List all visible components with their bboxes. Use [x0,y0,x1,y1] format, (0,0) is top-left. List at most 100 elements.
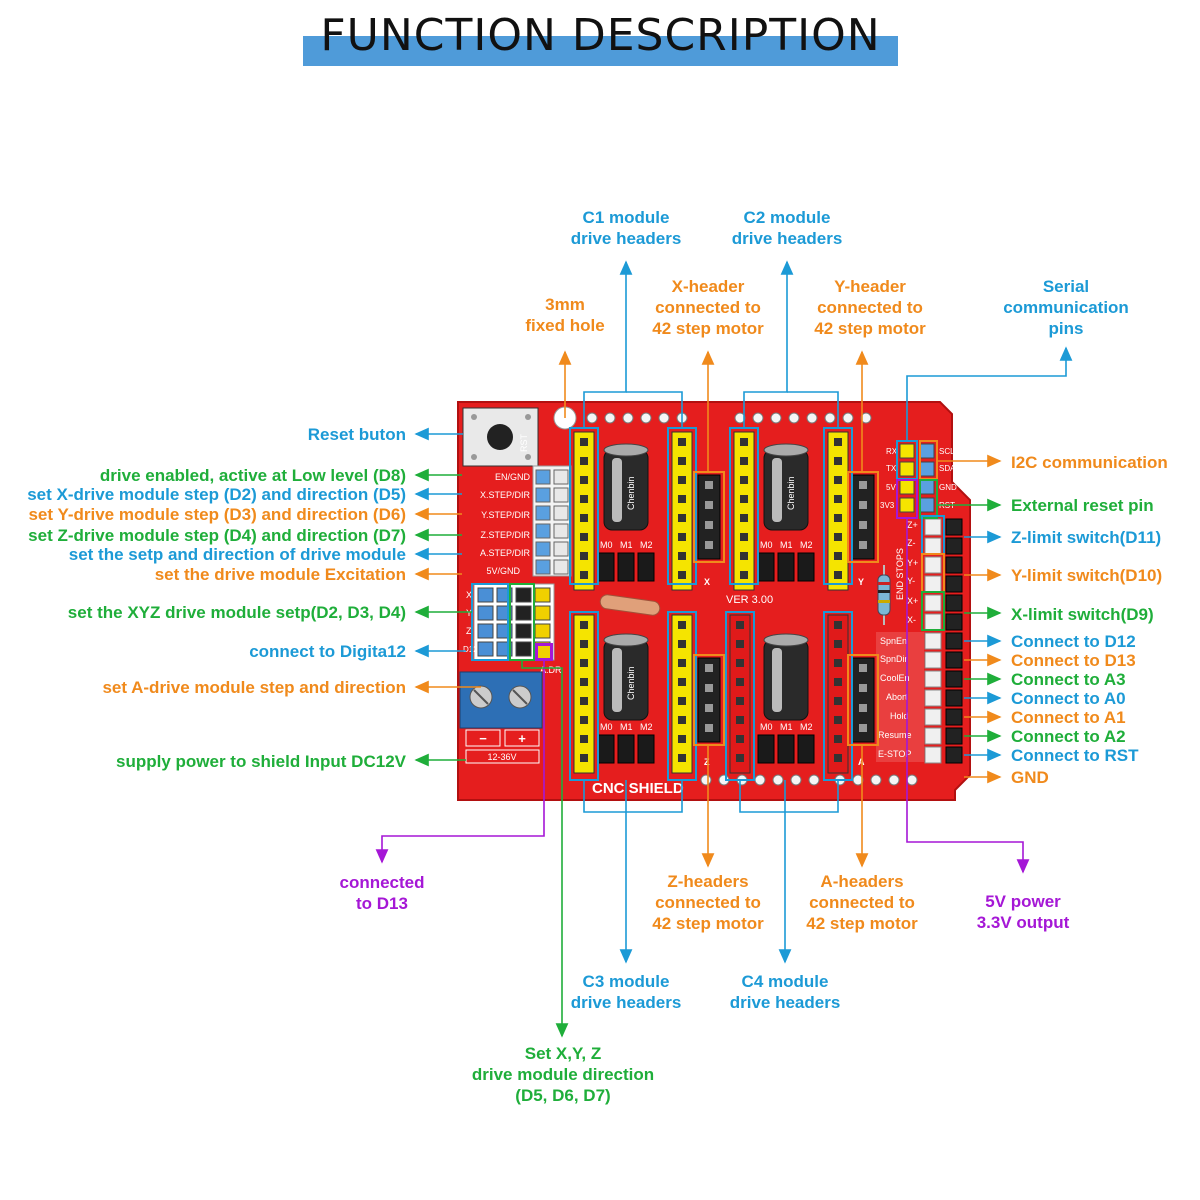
silk-label: EN/GND [495,472,531,482]
pin [580,552,588,560]
leader-serial [906,346,1073,441]
pin [580,495,588,503]
header-pin [535,487,551,503]
module-pin-label: M0 [600,722,613,732]
i2c-pin [919,479,935,495]
mode-jumper [597,552,615,582]
label-d13: Connect to D13 [1011,651,1136,670]
header-pin [535,505,551,521]
header-hole [860,412,872,424]
silk-label: A.STEP/DIR [480,548,531,558]
pin [740,495,748,503]
mode-jumper [637,734,655,764]
pin [740,571,748,579]
header-pin [535,469,551,485]
label-y-limit: Y-limit switch(D10) [1011,566,1163,585]
silk-label: 5V/GND [486,566,520,576]
serial-pin [899,497,915,513]
header-pin [535,559,551,575]
z-header-bracket [693,654,725,746]
pin [834,514,842,522]
xyz-pin-labels: X Y Z D12 A.DR [463,590,562,675]
svg-text:−: − [479,731,487,746]
svg-text:12-36V: 12-36V [487,752,516,762]
reset-button[interactable] [462,407,539,467]
header-hole [754,774,766,786]
control-pin [924,746,942,764]
label-drive-enabled: drive enabled, active at Low level (D8) [99,466,406,485]
jumper-pin [477,605,494,621]
pin [834,571,842,579]
header-hole [622,412,634,424]
label-gnd: GND [1011,768,1049,787]
svg-text:+: + [518,731,526,746]
serial-pin [899,443,915,459]
label-y-drive-step: set Y-drive module step (D3) and directi… [28,505,406,524]
axis-silk: X [704,577,710,587]
leader-d13 [375,660,545,864]
header-hole [806,412,818,424]
control-pin [924,670,942,688]
header-hole [870,774,882,786]
header-hole [906,774,918,786]
module-pin-label: M0 [760,540,773,550]
endstop-pin [945,518,963,536]
endstop-pin [924,613,942,631]
control-header [924,632,963,764]
svg-text:5V: 5V [886,483,896,492]
svg-text:X: X [466,590,472,600]
header-pin [535,541,551,557]
pin [678,552,686,560]
pin [834,754,842,762]
pin [705,704,713,712]
capacitor-top [763,443,809,457]
endstop-pin [945,613,963,631]
pin [834,457,842,465]
endstop-pin [924,537,942,555]
leader-xyz-dir [521,660,569,1038]
header-hole [700,774,712,786]
capacitor-top [603,633,649,647]
pin [705,541,713,549]
pin [859,704,867,712]
pin [678,495,686,503]
pin-header [827,614,849,774]
header-hole [770,412,782,424]
pin [580,476,588,484]
i2c-pin [919,461,935,477]
control-pin [924,727,942,745]
header-hole [734,412,746,424]
header-hole [790,774,802,786]
capacitor-shine [612,458,622,522]
svg-text:D12: D12 [463,645,478,654]
pin [705,481,713,489]
header-pin [553,559,569,575]
end-stops-silk: END STOPS [895,548,905,600]
title-bar [303,36,898,66]
mode-jumper [777,552,795,582]
pin [736,678,744,686]
control-pin [924,708,942,726]
module-pin-label: M0 [760,722,773,732]
pin [834,552,842,560]
pin [740,552,748,560]
label-external-reset: External reset pin [1011,496,1154,515]
pin [859,664,867,672]
motor-header [697,474,721,560]
pin [740,438,748,446]
module-pin-label: M1 [780,540,793,550]
endstop-pin [924,518,942,536]
svg-text:RX: RX [886,447,898,456]
pin [678,438,686,446]
pin [736,754,744,762]
svg-text:Z-: Z- [907,538,916,548]
header-hole [808,774,820,786]
pin [580,754,588,762]
pin [859,501,867,509]
pin [580,697,588,705]
